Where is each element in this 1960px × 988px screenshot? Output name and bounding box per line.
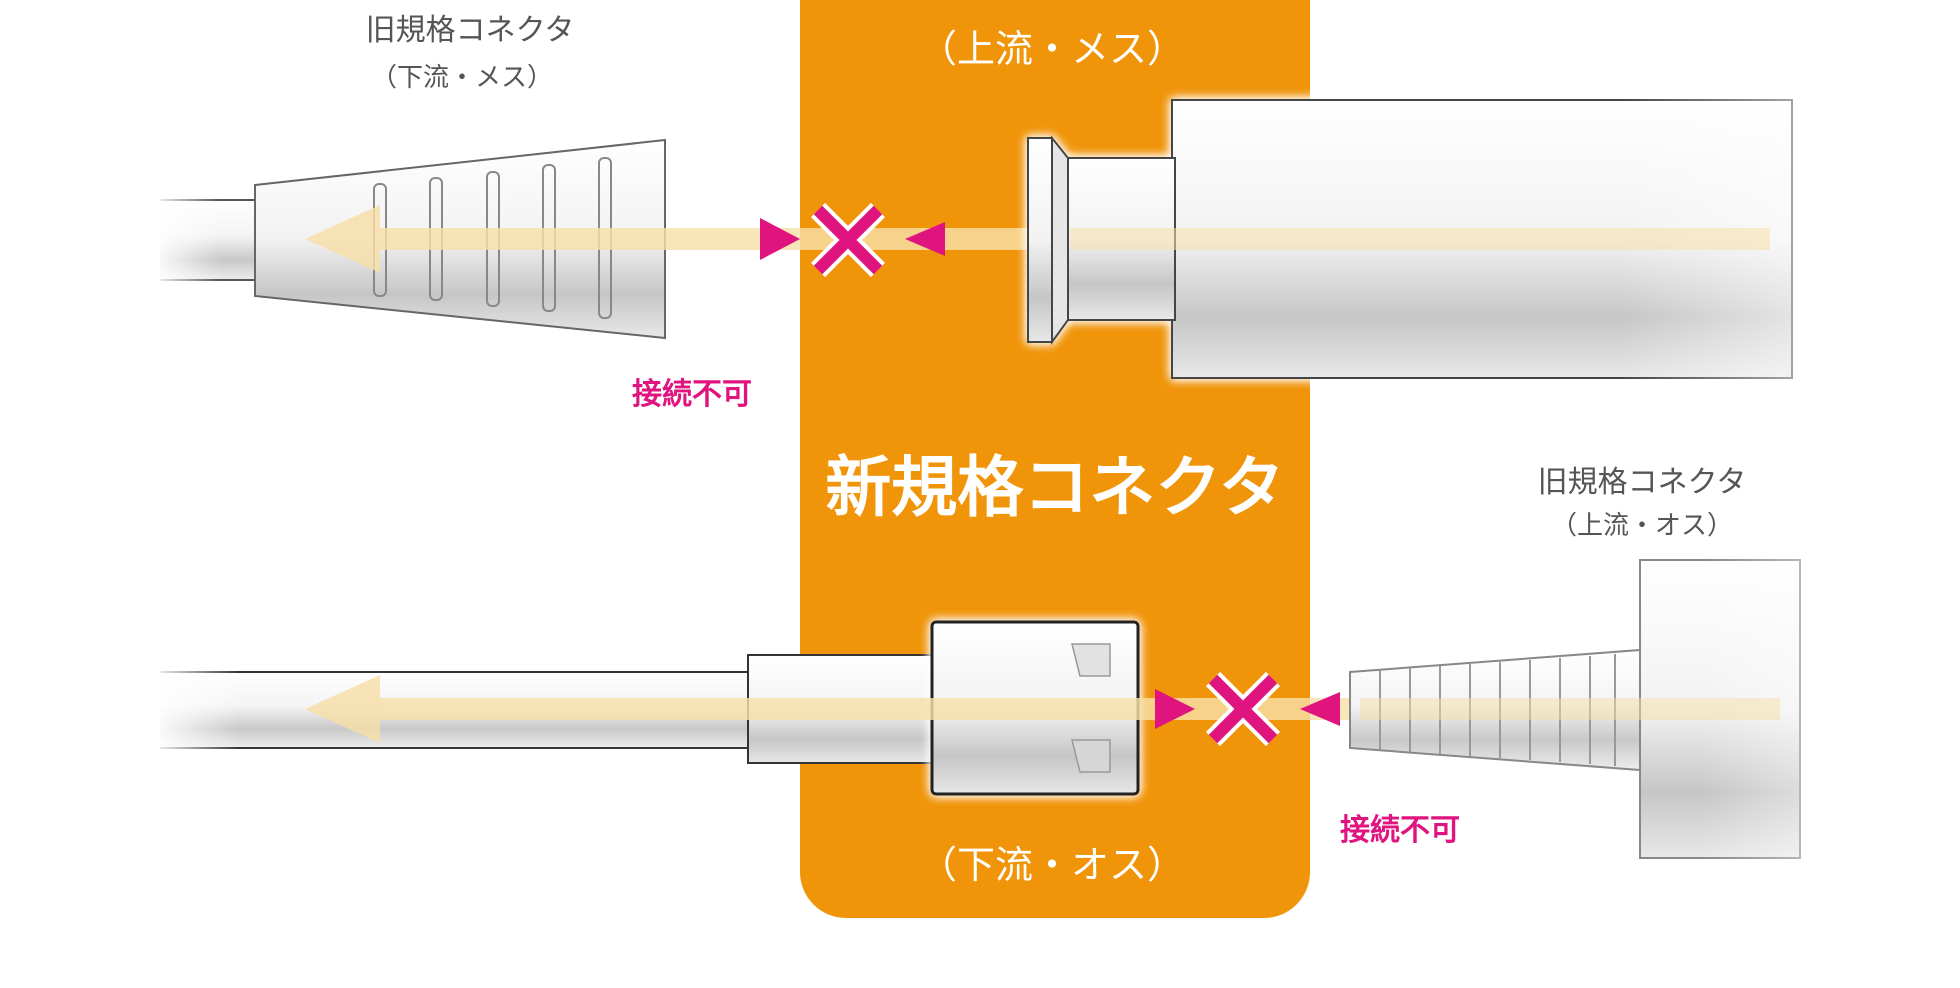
new-connector-title: 新規格コネクタ [825,449,1284,526]
new-downstream-male-label: （下流・オス） [919,843,1185,887]
old-male-connector [1349,550,1960,870]
no-connection-top-label: 接続不可 [632,377,752,412]
no-connection-bottom-label: 接続不可 [1340,813,1460,848]
bottom-blocked-marker [1155,671,1340,747]
top-flow-arrow-overlay [1070,228,1770,250]
cross-icon [1208,674,1278,744]
old-connector-top-title: 旧規格コネクタ [366,13,575,48]
new-upstream-female-label: （上流・メス） [919,27,1185,71]
old-connector-right-title: 旧規格コネクタ [1538,465,1747,500]
cross-icon [813,205,883,275]
panel-top-square [800,0,1310,50]
top-blocked-marker [760,202,945,278]
triangle-icon [905,222,945,256]
old-downstream-female-label: （下流・メス） [371,63,553,93]
triangle-icon [1155,689,1195,729]
old-upstream-male-label: （上流・オス） [1551,511,1733,541]
triangle-icon [1300,692,1340,726]
triangle-icon [760,218,800,260]
